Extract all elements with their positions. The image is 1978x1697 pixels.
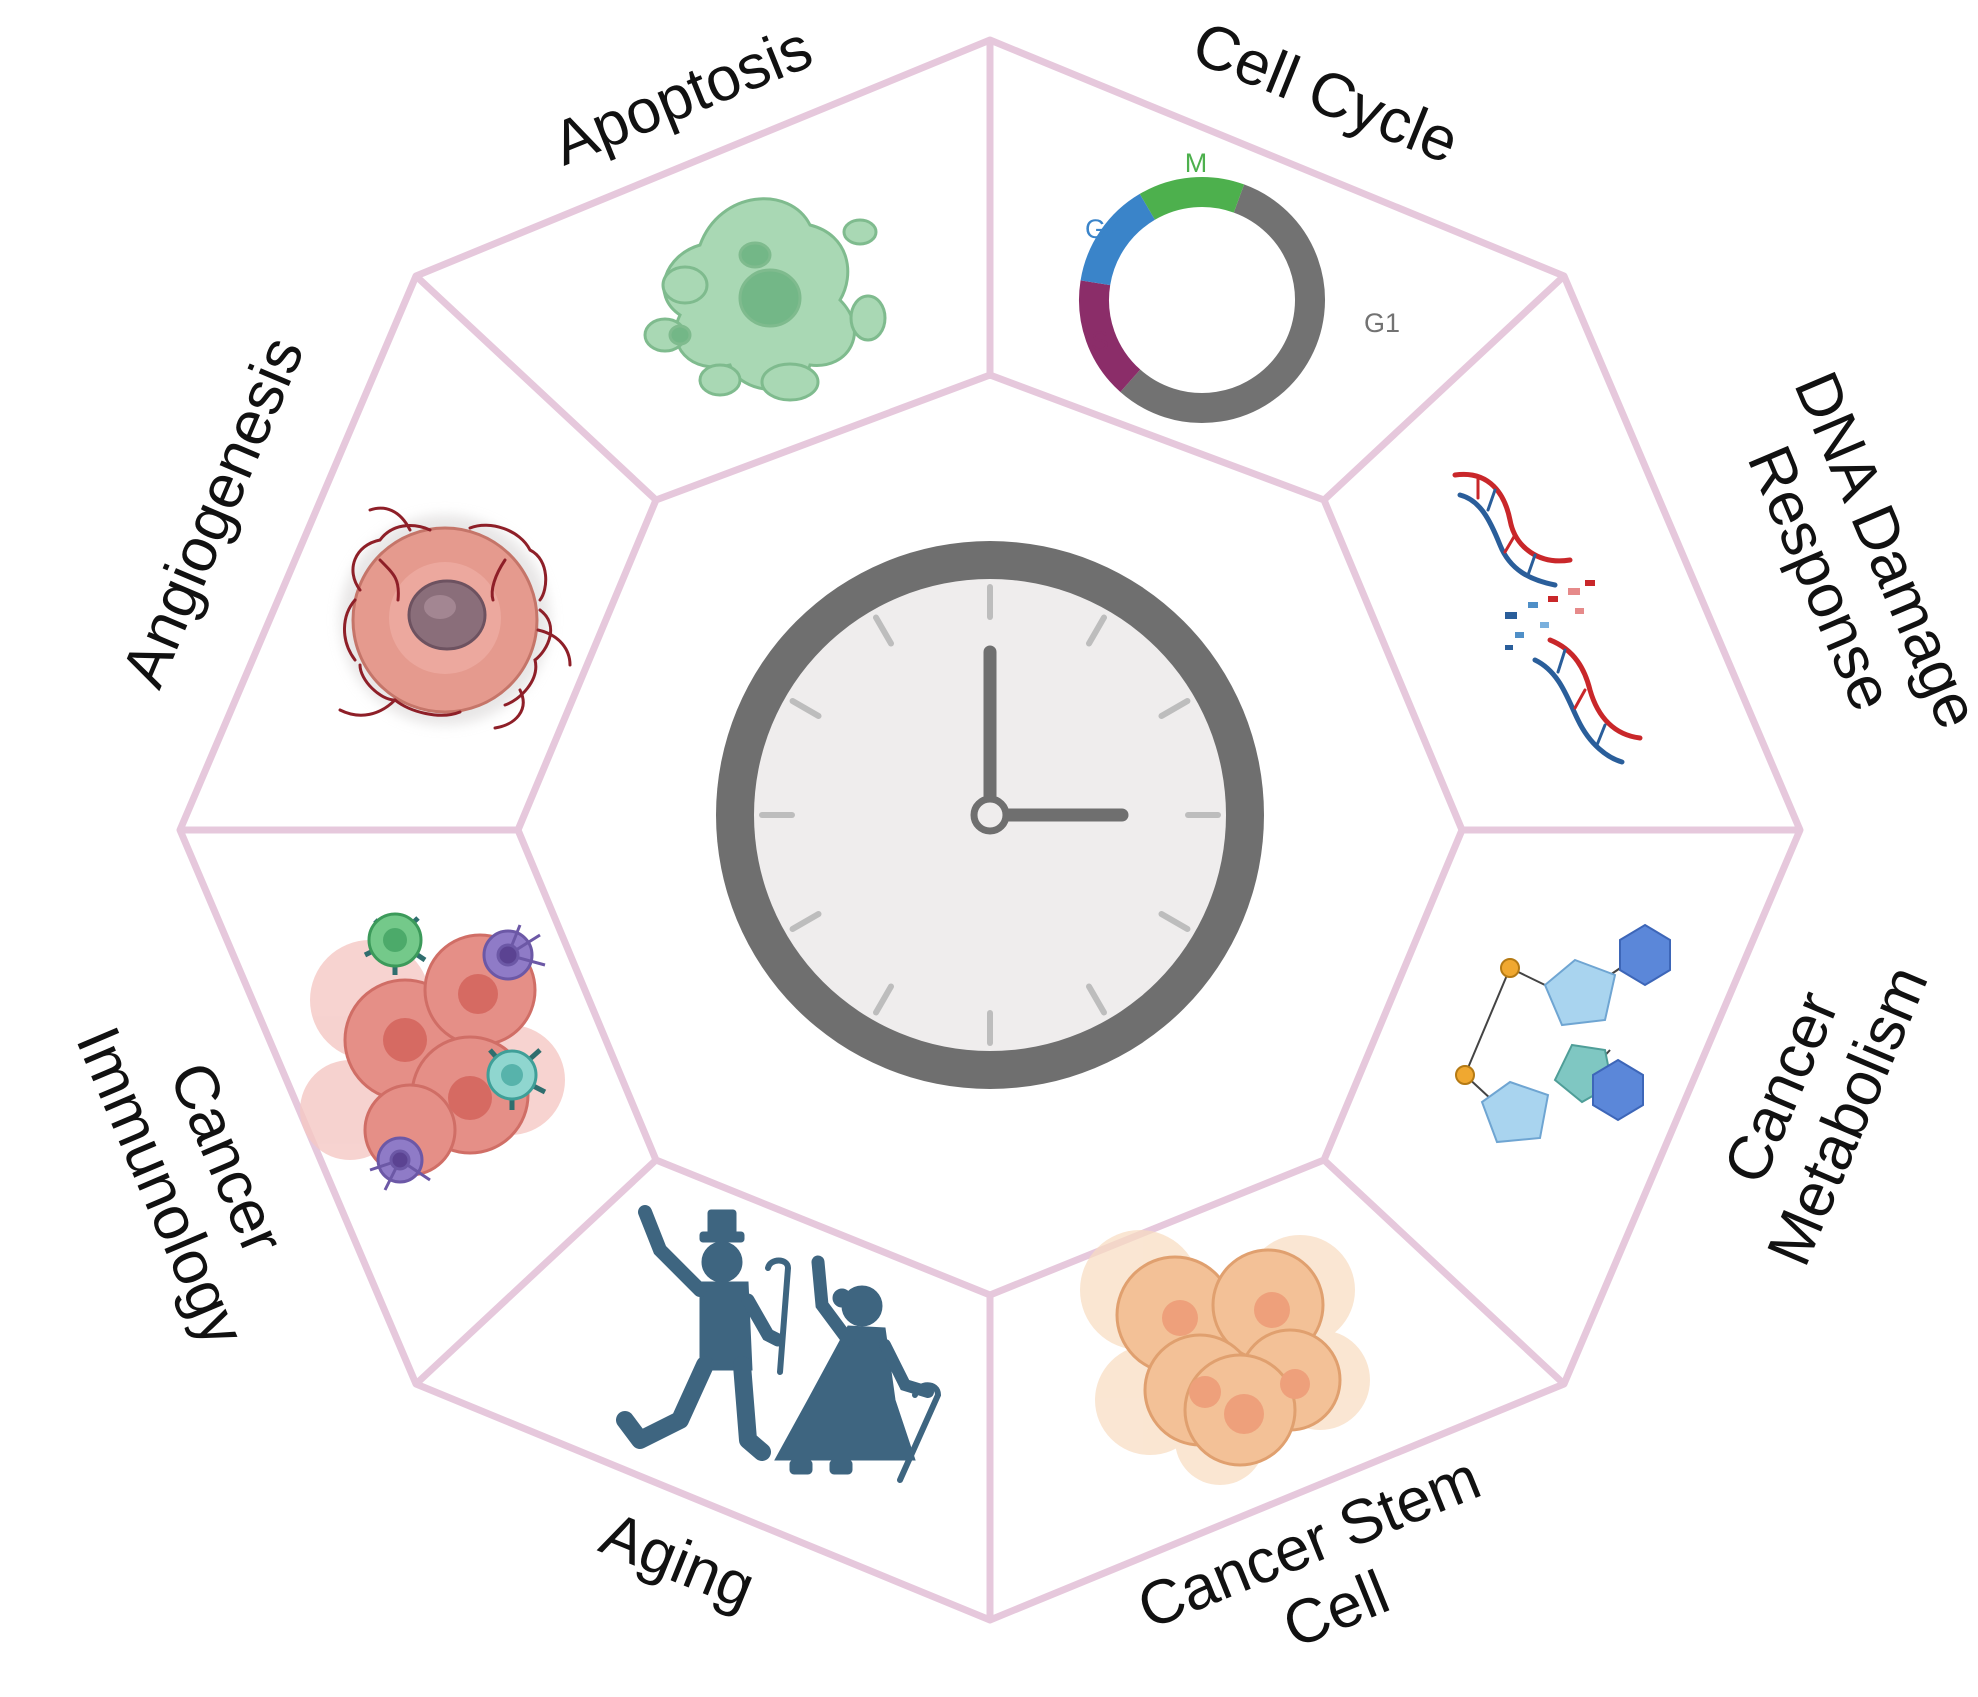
nk-cell-icon [486, 1048, 547, 1110]
dna-helix-icon [1452, 471, 1643, 765]
divider-top-right [1321, 273, 1567, 503]
label-dna-damage-response: DNA Damage Response [1734, 362, 1978, 738]
phase-label-M: M [1185, 148, 1208, 178]
clock-tick [1158, 698, 1191, 719]
label-cancer-immunology: Cancer Immunology [62, 1017, 297, 1355]
t-cell-icon [363, 912, 427, 975]
phase-arc-S [1079, 280, 1141, 392]
label-angiogenesis: Angiogenesis [109, 327, 318, 697]
clock-tick [789, 911, 822, 932]
phase-ring [1079, 177, 1325, 423]
clock-tick [1086, 614, 1107, 647]
cell-cycle-ring-icon: G1 S G2 M [1079, 148, 1400, 423]
label-cell-cycle: Cell Cycle [1183, 9, 1468, 178]
metabolite-molecule-icon [1455, 923, 1671, 1144]
clock-ticks [759, 584, 1221, 1046]
phase-label-G2: G2 [1085, 214, 1121, 244]
cell-cluster-icon [1080, 1230, 1370, 1485]
macrophage-icon [369, 924, 546, 1191]
clock-tick [1158, 911, 1191, 932]
phase-arc-G2 [1080, 193, 1156, 286]
phase-arc-G1 [1120, 184, 1325, 423]
clock-tick [1086, 983, 1107, 1016]
clock-center-pin [970, 795, 1010, 835]
clock-tick [873, 983, 894, 1016]
apoptotic-cell-icon [643, 197, 887, 402]
label-cancer-metabolism: Cancer Metabolism [1711, 956, 1942, 1275]
vascularized-tumor-icon [338, 506, 572, 730]
elderly-couple-icon [616, 1205, 942, 1483]
clock-tick [789, 698, 822, 719]
octagon-frame [176, 36, 1804, 1624]
divider-bottom-right [1321, 1157, 1567, 1387]
divider-bottom-left [413, 1157, 659, 1387]
phase-label-S: S [1091, 326, 1109, 356]
phase-label-G1: G1 [1364, 308, 1400, 338]
clock-tick [873, 614, 894, 647]
immune-tumor-icon [300, 912, 565, 1191]
label-apoptosis: Apoptosis [543, 13, 821, 179]
divider-top-left [413, 273, 659, 503]
clock-icon [716, 541, 1264, 1089]
phase-arc-M [1139, 177, 1245, 221]
